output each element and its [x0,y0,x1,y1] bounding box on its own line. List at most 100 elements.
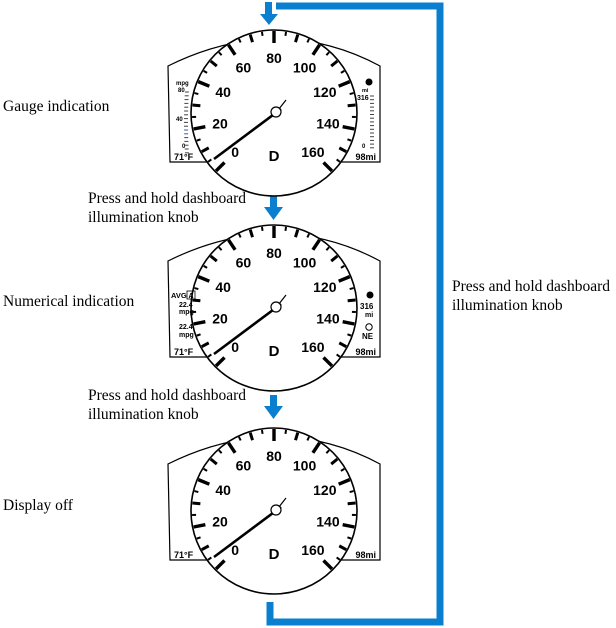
speed-label-160: 160 [301,144,325,160]
needle-hub [270,504,282,516]
speed-tick [342,522,355,529]
stage-label-gauge: Gauge indication [3,98,110,115]
needle-hub [270,301,282,313]
fuel-economy-unit: mpg [176,81,189,87]
speed-tick [207,556,212,561]
speed-tick [294,229,300,238]
speed-label-120: 120 [313,84,337,100]
range-value: 98mi [355,347,376,357]
needle-hub [270,106,282,118]
speed-tick [192,103,201,108]
avg-fuel-unit: mpg [179,309,194,316]
gear-indicator: D [269,546,280,563]
transition-label-2: Press and hold dashboard illumination kn… [88,387,246,423]
speed-tick [311,441,321,454]
speed-tick [196,333,201,337]
speed-tick [325,246,330,251]
distance-to-empty-unit: mi [365,312,373,319]
flow-arrows [260,2,444,626]
speed-tick [192,298,201,303]
speed-tick [311,43,321,56]
speed-tick [347,501,356,506]
speed-tick [349,287,354,291]
speed-tick [340,69,345,74]
speed-tick [194,92,199,96]
speed-needle [213,302,282,356]
speed-tick [330,254,339,263]
speed-tick [193,522,206,529]
speed-tick [338,275,351,283]
speed-tick [336,158,341,163]
speed-label-40: 40 [215,482,231,498]
compass-direction: NE [362,332,374,341]
speed-label-0: 0 [231,542,239,558]
speed-tick [200,146,210,153]
speed-label-20: 20 [212,116,228,132]
transition-label-1: Press and hold dashboard illumination kn… [88,190,246,226]
speed-label-140: 140 [316,116,340,132]
speed-tick [238,436,242,441]
speed-tick [347,103,356,108]
speed-label-160: 160 [301,542,325,558]
speed-tick [227,43,237,56]
arrow-2-head [264,406,283,419]
speed-needle [213,107,282,161]
speed-label-120: 120 [313,482,337,498]
speed-tick [192,501,201,506]
speed-tick [214,161,226,173]
speed-tick [284,226,288,231]
speed-tick [340,264,345,269]
speed-tick [347,536,352,540]
speed-tick [322,161,334,173]
speed-tick [200,544,210,551]
speed-label-80: 80 [266,448,282,464]
fuel-level-label: mi [362,88,369,94]
speed-tick [340,467,345,472]
speed-tick [306,233,310,238]
speed-tick [238,38,242,43]
speed-label-20: 20 [212,311,228,327]
speed-tick [306,38,310,43]
arrow-1-head [264,207,283,220]
speed-tick [294,432,300,441]
arrow-2-stem [270,395,277,407]
speed-tick [342,124,355,131]
speed-tick [214,356,226,368]
speed-tick [260,31,264,36]
speed-tick [209,59,218,68]
fuel-level-bottom: 0 [362,144,366,150]
fuel-economy-mid: 40 [176,117,183,123]
gear-indicator: D [269,343,280,360]
speed-tick [203,467,208,472]
speed-tick [322,356,334,368]
speed-tick [218,246,223,251]
speed-tick [218,449,223,454]
speed-tick [197,275,210,283]
speed-label-60: 60 [236,457,252,473]
speed-tick [349,92,354,96]
speed-tick [218,51,223,56]
speed-tick [197,478,210,486]
speed-tick [284,31,288,36]
speed-label-140: 140 [316,311,340,327]
speed-tick [200,341,210,348]
speed-tick [336,556,341,561]
stage-label-numerical: Numerical indication [3,293,135,310]
speed-tick [214,559,226,571]
speed-tick [194,287,199,291]
speed-tick [209,254,218,263]
fuel-level-value: 316 [357,95,369,102]
speed-tick [338,341,348,348]
distance-to-empty-value: 316 [360,302,374,311]
loop-arrow-line [266,2,444,626]
outside-temp: 71°F [174,152,194,162]
range-value: 98mi [355,152,376,162]
fuel-pump-icon [366,291,374,299]
fuel-economy-bottom: 0 [182,144,186,150]
speed-label-80: 80 [266,50,282,66]
